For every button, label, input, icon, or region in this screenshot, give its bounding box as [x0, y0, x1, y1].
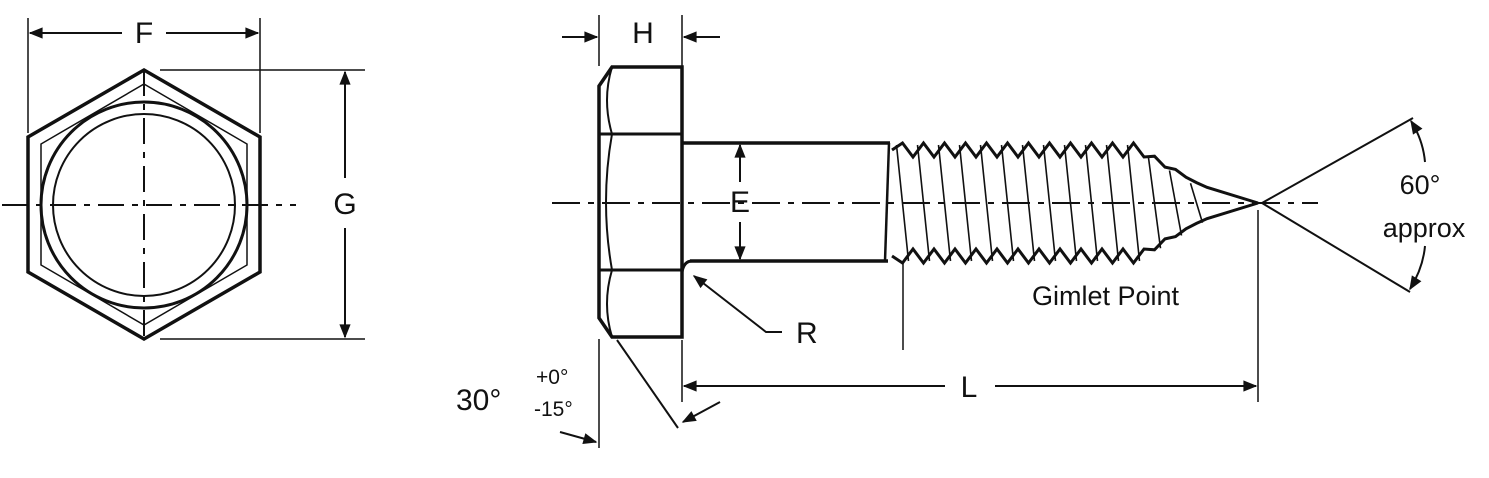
angle-plus-tolerance: +0°: [536, 366, 568, 389]
point-angle-arc-lower: [1409, 245, 1426, 291]
end-view: [2, 18, 365, 342]
r-label: R: [796, 317, 818, 350]
thread-helix-line: [1042, 144, 1057, 262]
angle-minus-tolerance: -15°: [534, 398, 573, 421]
chamfer-arrow-right: [681, 401, 721, 423]
gimlet-point-label: Gimlet Point: [1032, 281, 1180, 311]
thread-helix-line: [1126, 144, 1141, 262]
side-view: [552, 15, 1426, 448]
f-label: F: [135, 17, 153, 50]
point-approx-label: approx: [1383, 213, 1466, 243]
shank-end-line: [883, 142, 891, 262]
chamfer-arrow-left: [559, 431, 598, 445]
point-angle-ray-lower: [1261, 202, 1411, 293]
chamfer-angle-line: [616, 339, 679, 429]
r-leader: [692, 275, 782, 333]
angle-30-label: 30°: [456, 384, 501, 417]
point-angle-arc-upper: [1410, 119, 1426, 163]
l-label: L: [961, 371, 978, 404]
head-chamfer-top: [606, 66, 613, 135]
point-angle-ray-upper: [1261, 117, 1414, 204]
head-chamfer-bottom: [606, 269, 613, 338]
g-label: G: [333, 188, 356, 221]
point-angle-label: 60°: [1400, 170, 1441, 200]
thread-helix-line: [937, 144, 952, 262]
thread-helix-line: [979, 144, 994, 262]
hex-outline: [26, 67, 262, 342]
fillet-r: [680, 259, 693, 273]
e-label: E: [730, 186, 750, 219]
thread-crest-top: [891, 140, 1259, 205]
h-label: H: [632, 17, 654, 50]
thread-helix-line: [1189, 183, 1204, 223]
